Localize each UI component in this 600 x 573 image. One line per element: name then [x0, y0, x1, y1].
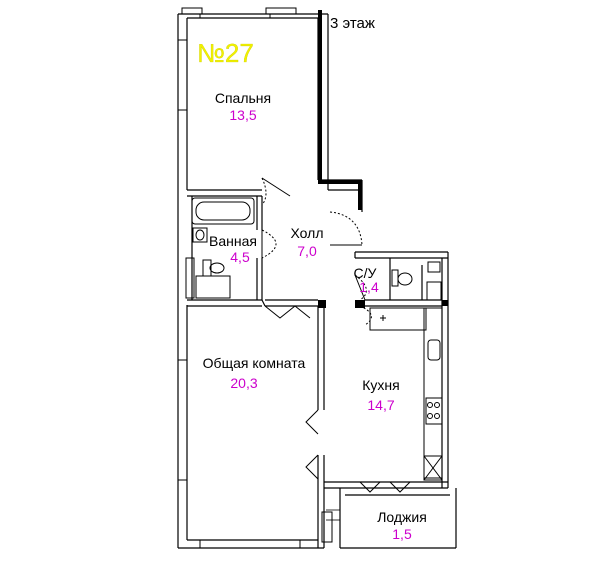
- wall-blocks: [318, 10, 448, 308]
- loggia-rail: [326, 509, 340, 521]
- bathroom-fixtures: [185, 197, 255, 299]
- counter-top-icon: [369, 307, 427, 331]
- boiler-icon: [426, 281, 442, 301]
- stove-icon: [425, 397, 443, 425]
- room-name-wc: С/У: [354, 265, 377, 281]
- room-name-loggia: Лоджия: [377, 509, 427, 525]
- floor-label: 3 этаж: [330, 15, 375, 32]
- windows: [178, 7, 333, 548]
- room-area-living: 20,3: [230, 375, 257, 391]
- bathtub-icon: [191, 197, 255, 225]
- fridge-icon: [423, 455, 443, 481]
- room-area-loggia: 1,5: [392, 526, 412, 542]
- room-name-bathroom: Ванная: [209, 233, 257, 249]
- room-name-living: Общая комната: [203, 355, 306, 371]
- wc-fixtures: [391, 261, 442, 301]
- room-area-bedroom: 13,5: [229, 107, 256, 123]
- sink-icon: [192, 227, 208, 243]
- unit-number: №27: [197, 38, 254, 68]
- room-name-kitchen: Кухня: [362, 377, 399, 393]
- kitchen-sink-icon: [427, 339, 441, 361]
- washer-icon: [195, 275, 231, 299]
- wc-toilet-icon: [391, 269, 399, 287]
- counter-side-icon: [423, 307, 443, 479]
- room-area-wc: 1,4: [359, 279, 379, 295]
- room-name-bedroom: Спальня: [215, 90, 271, 106]
- room-area-bathroom: 4,5: [230, 249, 250, 265]
- wc-sink-icon: [427, 261, 441, 273]
- room-area-kitchen: 14,7: [367, 397, 394, 413]
- room-name-hall: Холл: [291, 225, 324, 241]
- room-area-hall: 7,0: [297, 243, 317, 259]
- kitchen-fixtures: [369, 307, 443, 481]
- doors: [261, 177, 411, 493]
